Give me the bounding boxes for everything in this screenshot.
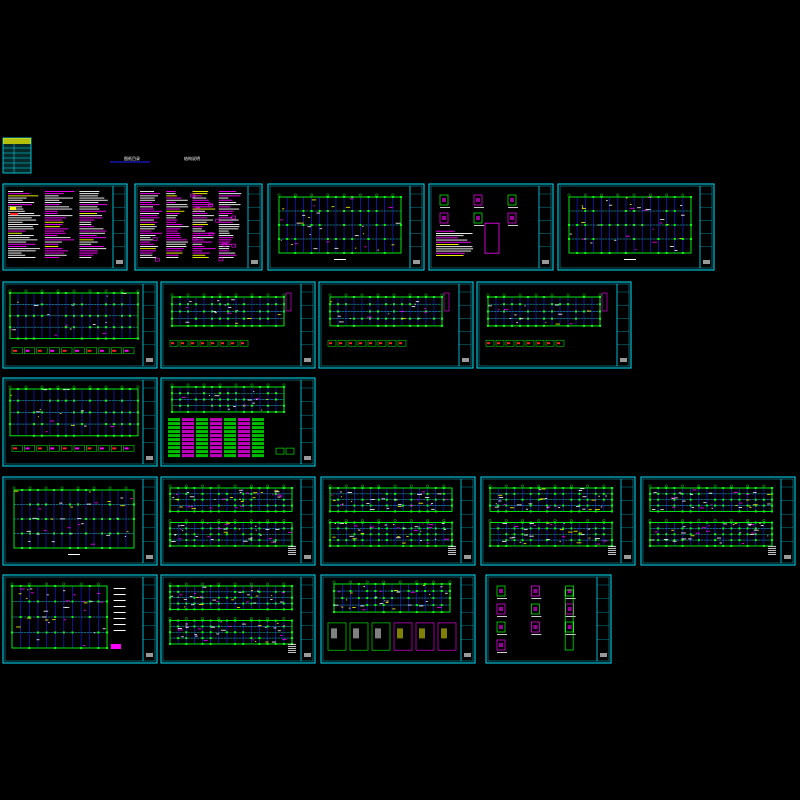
drawing-sheet-2[interactable] [134,183,263,271]
drawing-sheet-15[interactable] [480,476,636,566]
drawing-sheet-17[interactable] [2,574,158,664]
drawing-sheet-4[interactable] [428,183,554,271]
header-label-notes: 结构说明 [184,155,200,161]
sheet-frame [320,476,476,566]
header-labels: 图纸目录 结构说明 [110,155,200,163]
drawing-sheet-5[interactable] [557,183,715,271]
drawing-sheet-16[interactable] [640,476,796,566]
drawing-sheet-20[interactable] [485,574,612,664]
sheet-frame [476,281,632,369]
drawing-sheet-3[interactable] [267,183,425,271]
sheet-frame [134,183,263,271]
sheet-frame [485,574,612,664]
sheet-frame [2,476,158,566]
drawing-sheet-14[interactable] [320,476,476,566]
sheet-frame [480,476,636,566]
drawing-index-legend[interactable] [2,137,32,174]
drawing-sheet-18[interactable] [160,574,316,664]
drawing-sheet-1[interactable] [2,183,128,271]
sheet-frame [640,476,796,566]
drawing-sheet-19[interactable] [320,574,476,664]
sheet-frame [2,377,158,467]
sheet-frame [160,476,316,566]
sheet-frame [2,281,158,369]
drawing-sheet-7[interactable] [160,281,316,369]
sheet-frame [557,183,715,271]
sheet-frame [318,281,474,369]
drawing-sheet-12[interactable] [2,476,158,566]
drawing-sheet-11[interactable] [160,377,316,467]
drawing-sheet-6[interactable] [2,281,158,369]
drawing-sheet-13[interactable] [160,476,316,566]
sheet-frame [160,377,316,467]
drawing-sheet-9[interactable] [476,281,632,369]
sheet-frame [2,183,128,271]
drawing-sheets[interactable] [2,183,796,664]
sheet-frame [428,183,554,271]
sheet-frame [2,574,158,664]
sheet-frame [267,183,425,271]
drawing-sheet-8[interactable] [318,281,474,369]
drawing-sheet-10[interactable] [2,377,158,467]
sheet-frame [160,281,316,369]
header-label-index: 图纸目录 [124,155,140,161]
sheet-frame [320,574,476,664]
sheet-frame [160,574,316,664]
